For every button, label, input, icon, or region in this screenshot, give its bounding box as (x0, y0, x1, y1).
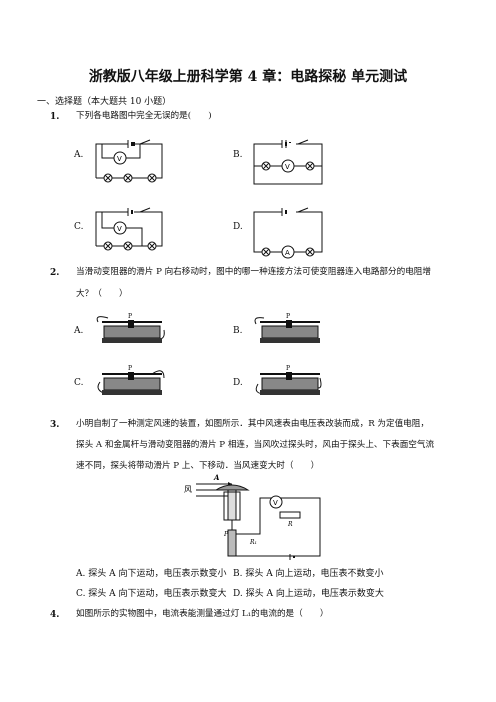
svg-text:P: P (128, 313, 132, 320)
svg-text:P: P (286, 365, 290, 372)
q3-label-v: V (273, 499, 278, 507)
q2-option-a[interactable]: A. (74, 326, 84, 336)
q1-option-d[interactable]: D. (233, 222, 243, 232)
q1-number: 1. (50, 112, 60, 122)
svg-text:P: P (128, 365, 132, 372)
q3-text-line1: 小明自制了一种测定风速的装置，如图所示．其中风速表由电压表改装而成，R 为定值电… (76, 419, 429, 429)
q3-text-line3: 速不同，探头将带动滑片 P 上、下移动．当风速变大时（ ） (76, 461, 320, 471)
q3-text-line2: 探头 A 和金属杆与滑动变阻器的滑片 P 相连，当风吹过探头时，风由于探头上、下… (76, 440, 435, 450)
q2-text-line2: 大？（ ） (76, 289, 128, 299)
q1-option-c[interactable]: C. (74, 222, 84, 232)
q2-option-d[interactable]: D. (233, 378, 243, 388)
q4-number: 4. (50, 610, 60, 620)
q1-option-b[interactable]: B. (233, 150, 243, 160)
svg-text:P: P (286, 313, 290, 320)
q2-text-line1: 当滑动变阻器的滑片 P 向右移动时，图中的哪一种连接方法可使变阻器连入电路部分的… (76, 267, 431, 277)
q2-rheostat-d-diagram: P (255, 365, 322, 395)
q2-rheostat-a-diagram: P (96, 313, 165, 343)
section-heading: 一、选择题（本大题共 10 小题） (37, 97, 172, 107)
q3-label-a: A (213, 473, 220, 482)
q1b-meter-symbol: V (285, 163, 290, 171)
q1-option-a[interactable]: A. (74, 150, 84, 160)
q3-number: 3. (50, 420, 60, 430)
q3-option-c[interactable]: C. 探头 A 向下运动，电压表示数变大 (76, 589, 227, 599)
q1-text: 下列各电路图中完全无误的是( ) (76, 111, 212, 121)
q2-number: 2. (50, 268, 60, 278)
q3-label-r: R (287, 521, 293, 528)
q3-option-b[interactable]: B. 探头 A 向上运动，电压表不数变小 (233, 569, 384, 579)
q3-option-d[interactable]: D. 探头 A 向上运动，电压表示数变大 (233, 589, 384, 599)
q2-rheostat-c-diagram: P (97, 365, 165, 395)
q1a-meter-symbol: V (117, 155, 122, 163)
q2-option-b[interactable]: B. (233, 326, 243, 336)
q2-rheostat-b-diagram: P (254, 313, 320, 343)
q3-label-r1: R₁ (249, 539, 257, 546)
q1d-meter-symbol: A (285, 249, 290, 257)
q1-circuit-a-diagram: V (95, 139, 163, 183)
q1-circuit-b-diagram: V (253, 139, 323, 185)
q3-option-a[interactable]: A. 探头 A 向下运动，电压表示数变小 (76, 569, 227, 579)
page-title: 浙教版八年级上册科学第 4 章：电路探秘 单元测试 (88, 69, 408, 85)
q1-circuit-d-diagram: A (253, 207, 323, 259)
q4-text: 如图所示的实物图中，电流表能测量通过灯 L₁的电流的是（ ） (76, 609, 329, 619)
q3-label-wind: 风 (184, 485, 192, 494)
q3-label-p: P (223, 531, 229, 538)
q2-option-c[interactable]: C. (74, 378, 84, 388)
q1-circuit-c-diagram: V (95, 207, 163, 251)
q1c-meter-symbol: V (117, 225, 122, 233)
q3-wind-device-diagram: 风 A P R₁ V R (184, 473, 321, 560)
